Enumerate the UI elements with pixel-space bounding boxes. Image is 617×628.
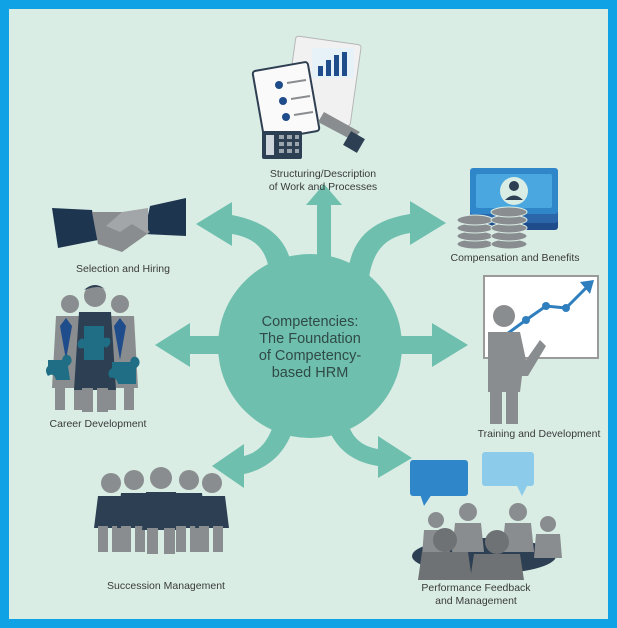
label-compensation: Compensation and Benefits <box>450 252 580 264</box>
person-2 <box>117 470 151 552</box>
person-5 <box>195 473 229 552</box>
arrow-lower-right <box>326 416 412 478</box>
label-performance: Performance Feedback and Management <box>421 582 531 607</box>
hub-circle <box>218 254 402 438</box>
label-training: Training and Development <box>477 428 601 440</box>
business-team-icon <box>94 467 229 554</box>
money-coins-icon <box>456 168 558 250</box>
arrow-upper-left <box>196 202 292 278</box>
handshake-icon <box>52 198 186 252</box>
presenter-growth-chart-icon <box>483 275 599 424</box>
arrow-up <box>306 184 342 265</box>
person-3 <box>142 467 180 554</box>
documents-chart-calculator-icon <box>251 35 365 159</box>
arrow-right <box>396 323 468 367</box>
arrow-upper-right <box>348 201 446 278</box>
hub-title: Competencies: The Foundation of Competen… <box>258 314 362 381</box>
meeting-speech-bubbles-icon <box>410 452 562 580</box>
team-puzzle-icon <box>46 285 140 412</box>
hub-arrows <box>155 184 468 488</box>
arrow-left <box>155 323 225 367</box>
arrow-lower-left <box>212 416 296 488</box>
label-succession: Succession Management <box>107 580 225 592</box>
label-structuring: Structuring/Description of Work and Proc… <box>268 168 378 193</box>
label-career: Career Development <box>49 418 147 430</box>
label-selection: Selection and Hiring <box>76 263 170 275</box>
